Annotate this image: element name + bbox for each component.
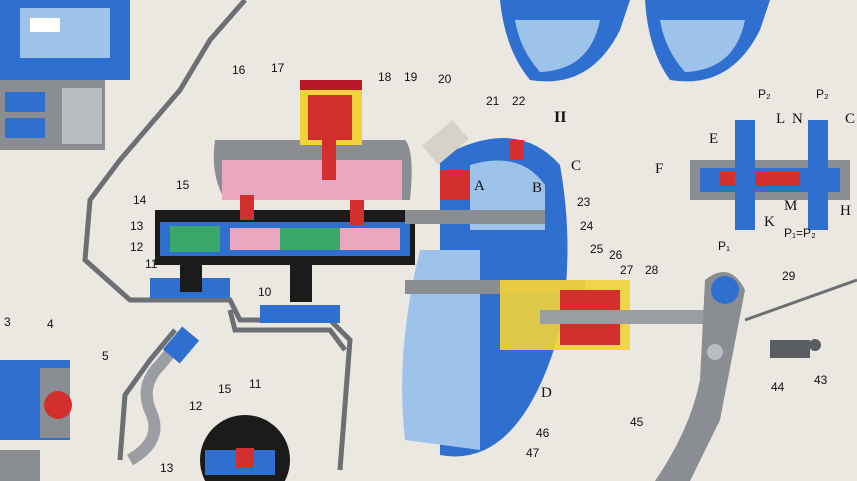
- top-left-assembly: [0, 0, 130, 150]
- label-17: 17: [271, 61, 285, 75]
- label-27: 27: [620, 263, 634, 277]
- label-5: 5: [102, 349, 109, 363]
- pressure-P2-left: P₂: [758, 87, 771, 101]
- lower-left-assembly: [0, 360, 72, 481]
- flex-hose: [126, 326, 200, 466]
- detail-label-12: 12: [189, 399, 203, 413]
- label-26: 26: [609, 248, 623, 262]
- pressure-P1: P₁: [718, 239, 731, 253]
- detail-label-15: 15: [218, 382, 232, 396]
- label-47: 47: [526, 446, 540, 460]
- switch-assembly: [770, 339, 821, 358]
- chamber-B: B: [532, 180, 543, 196]
- label-25: 25: [590, 242, 604, 256]
- label-20: 20: [438, 72, 452, 86]
- vacuum-booster: [402, 138, 710, 457]
- label-10: 10: [258, 285, 272, 299]
- reservoir: [213, 80, 412, 200]
- label-12: 12: [130, 240, 144, 254]
- detail-label-11: 11: [249, 377, 262, 391]
- label-19: 19: [404, 70, 418, 84]
- regulator-K: K: [764, 214, 775, 230]
- label-29: 29: [782, 269, 796, 283]
- brake-lines: [82, 0, 353, 471]
- pressure-regulator: [690, 120, 850, 230]
- detail-label-13: 13: [160, 461, 174, 475]
- chamber-A: A: [474, 178, 485, 194]
- regulator-L: L: [776, 111, 786, 127]
- label-23: 23: [577, 195, 591, 209]
- regulator-N: N: [792, 111, 803, 127]
- label-44: 44: [771, 380, 785, 394]
- regulator-E: E: [709, 131, 719, 147]
- section-II: II: [554, 109, 567, 126]
- regulator-H: H: [840, 203, 851, 219]
- master-cylinder: [150, 195, 415, 323]
- label-4: 4: [47, 317, 54, 331]
- regulator-M: M: [784, 198, 798, 214]
- regulator-F: F: [655, 161, 664, 177]
- check-valve: [421, 119, 469, 165]
- label-13: 13: [130, 219, 144, 233]
- regulator-C: C: [845, 111, 856, 127]
- label-14: 14: [133, 193, 147, 207]
- label-46: 46: [536, 426, 550, 440]
- label-22: 22: [512, 94, 526, 108]
- label-15: 15: [176, 178, 190, 192]
- label-21: 21: [486, 94, 500, 108]
- label-24: 24: [580, 219, 594, 233]
- label-45: 45: [630, 415, 644, 429]
- chamber-D: D: [541, 385, 552, 401]
- chamber-C: C: [571, 158, 582, 174]
- label-11: 11: [145, 257, 158, 271]
- label-16: 16: [232, 63, 246, 77]
- label-3: 3: [4, 315, 11, 329]
- pressure-P2-right: P₂: [816, 87, 829, 101]
- pressure-equation: P₁=P₂: [784, 226, 816, 240]
- brake-pedal: [655, 272, 857, 481]
- label-18: 18: [378, 70, 392, 84]
- top-units: [500, 0, 770, 82]
- label-28: 28: [645, 263, 659, 277]
- label-43: 43: [814, 373, 828, 387]
- detail-inset: [200, 415, 290, 481]
